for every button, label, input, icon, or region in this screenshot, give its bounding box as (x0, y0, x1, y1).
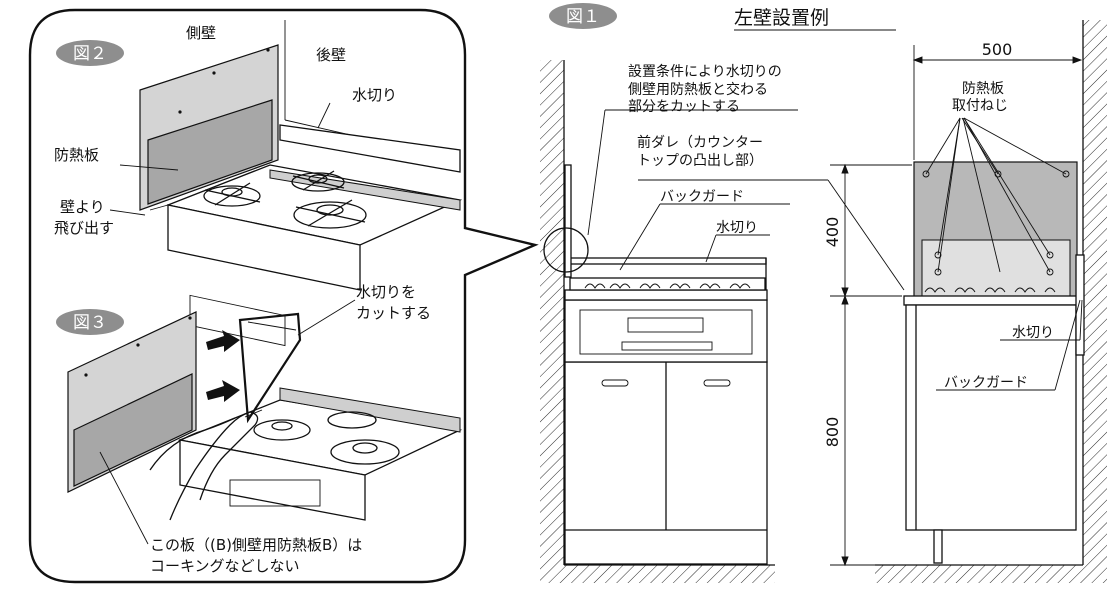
fig3-illustration (67, 299, 463, 545)
dim-lower-height: 800 (823, 417, 842, 448)
svg-text:図１: 図１ (566, 7, 600, 27)
side-view-kitchen (903, 117, 1085, 564)
dim-width: 500 (982, 40, 1013, 59)
protrude-label-1: 壁より (60, 198, 105, 216)
water-guard-label-fig1: 水切り (716, 220, 758, 236)
heat-shield-label: 防熱板 (54, 146, 99, 164)
fig3-badge: 図３ (56, 309, 124, 335)
front-label-1: 前ダレ（カウンター (637, 134, 763, 151)
fig2-badge: 図２ (56, 40, 124, 66)
cond-label-1: 設置条件により水切りの (628, 63, 782, 80)
right-wall (1083, 20, 1107, 565)
protrude-label-2: 飛び出す (54, 219, 114, 237)
back-wall-label: 後壁 (316, 46, 346, 64)
fig1-title: 左壁設置例 (734, 7, 829, 29)
push-arrow-icon (206, 330, 240, 352)
note-label-1: この板（(B)側壁用防熱板B）は (150, 536, 362, 554)
dimension-lines (830, 45, 1083, 567)
cond-label-2: 側壁用防熱板と交わる (628, 81, 768, 98)
cut-label-1: 水切りを (356, 283, 416, 301)
screws-label-1: 防熱板 (962, 81, 1004, 97)
cond-label-3: 部分をカットする (628, 99, 740, 115)
svg-text:図３: 図３ (73, 313, 107, 333)
push-arrow-icon (206, 380, 240, 402)
note-label-2: コーキングなどしない (150, 557, 300, 575)
water-guard-label-side: 水切り (1012, 325, 1054, 341)
front-view-kitchen (543, 164, 768, 565)
front-label-2: トップの凸出し部） (637, 153, 763, 169)
dim-upper-height: 400 (823, 217, 842, 248)
back-guard-label: バックガード (660, 189, 744, 205)
screws-label-2: 取付ねじ (952, 98, 1008, 114)
fig2-illustration (109, 20, 463, 347)
side-wall-label: 側壁 (186, 24, 216, 42)
back-guard-label-side: バックガード (944, 375, 1028, 391)
water-guard-label: 水切り (352, 86, 397, 104)
floor (540, 565, 775, 583)
cut-label-2: カットする (356, 304, 431, 322)
fig1-badge: 図１ (549, 3, 617, 29)
left-wall (540, 60, 564, 565)
svg-text:図２: 図２ (73, 44, 107, 64)
